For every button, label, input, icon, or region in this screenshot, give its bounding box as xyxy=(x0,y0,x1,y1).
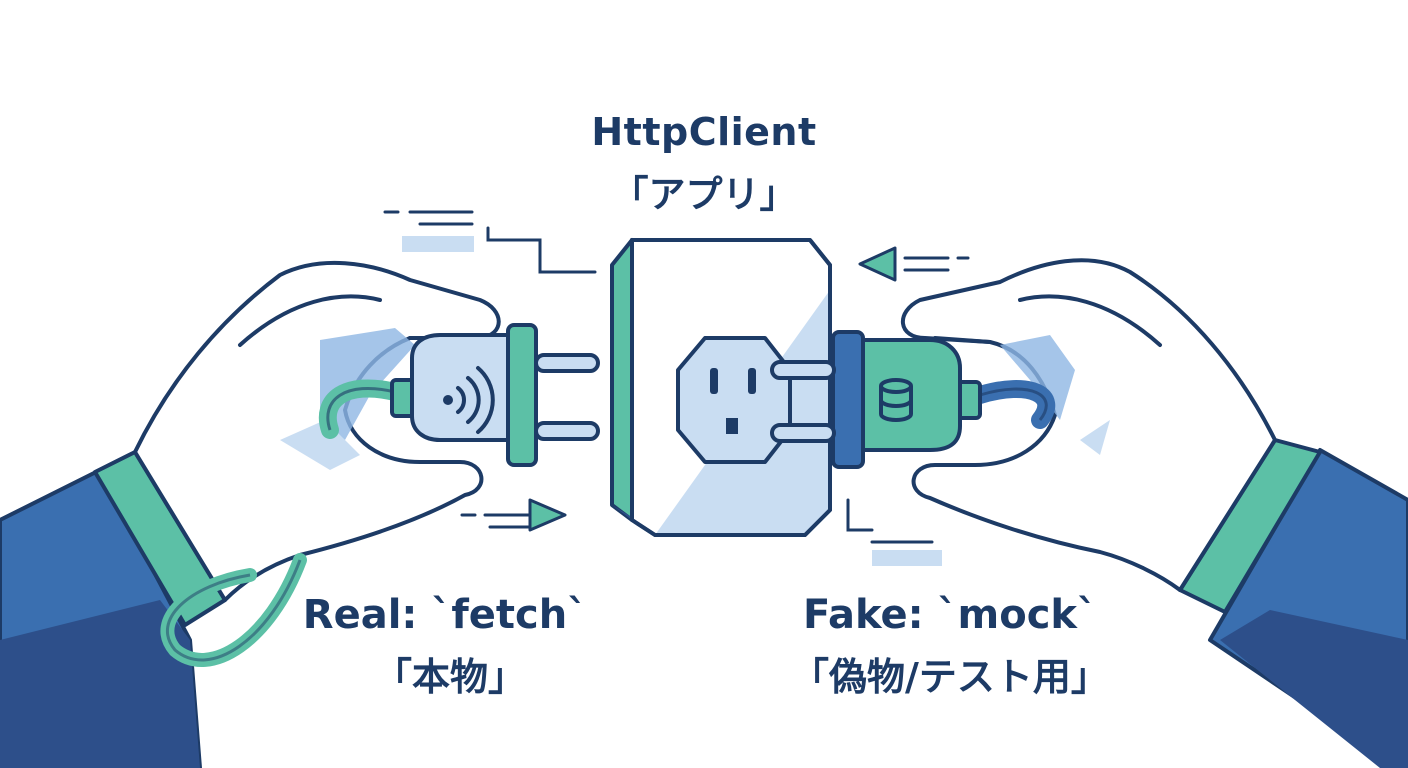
right-arrow-icon xyxy=(530,500,565,530)
center-title: HttpClient xyxy=(504,110,904,154)
center-subtitle: 「アプリ」 xyxy=(504,164,904,218)
highlight-bar xyxy=(402,236,474,252)
real-sublabel: 「本物」 xyxy=(300,646,600,701)
fake-sublabel: 「偽物/テスト用」 xyxy=(750,646,1150,701)
highlight-bar xyxy=(872,550,942,566)
fake-label: Fake: `mock` xyxy=(780,592,1120,638)
real-label: Real: `fetch` xyxy=(280,592,610,638)
left-arrow-icon xyxy=(860,248,895,280)
app-socket-panel xyxy=(612,240,830,535)
power-outlet-icon xyxy=(678,338,790,462)
